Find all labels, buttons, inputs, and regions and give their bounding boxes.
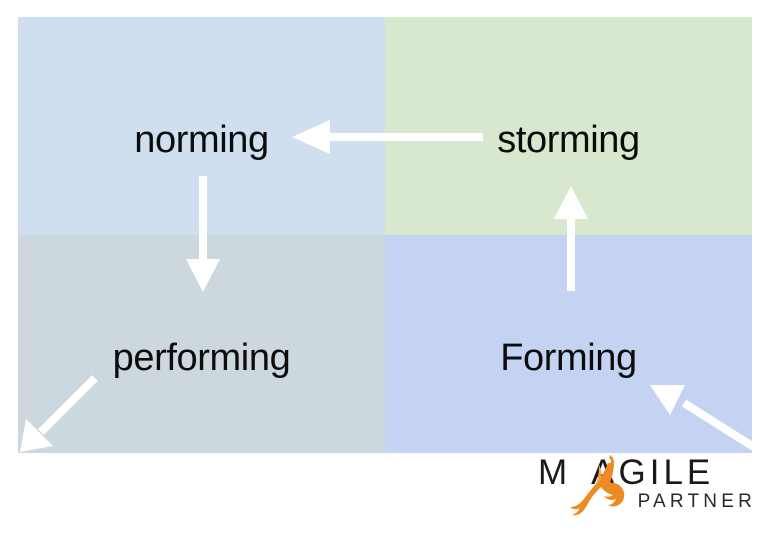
quadrant-norming[interactable]: norming (18, 17, 385, 235)
quadrant-storming[interactable]: storming (385, 17, 752, 235)
quadrant-label-norming: norming (134, 119, 269, 161)
quadrant-label-forming: Forming (500, 337, 637, 379)
quadrant-forming[interactable]: Forming (385, 235, 752, 453)
quadrant-performing[interactable]: performing (18, 235, 385, 453)
logo-letter-m: M (538, 453, 572, 492)
lizard-icon (570, 455, 625, 516)
quadrant-label-performing: performing (112, 337, 291, 379)
logo-tagline: PARTNER (637, 491, 756, 512)
quadrant-label-storming: storming (497, 119, 640, 161)
quadrant-matrix: norming storming performing Forming (18, 17, 752, 453)
